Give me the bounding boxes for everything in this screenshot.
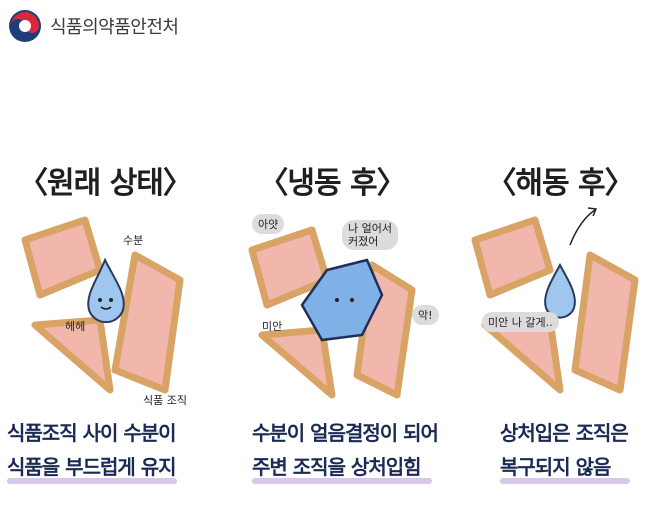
thawed-tissue-illustration — [471, 207, 639, 394]
label-sorry-leaving: 미안 나 갈게.. — [482, 312, 559, 332]
tissue-illustration — [21, 216, 184, 394]
panel-caption: 상처입은 조직은 복구되지 않음 — [500, 416, 652, 484]
curved-arrow-icon — [569, 209, 596, 246]
panel-original-state: 〈원래 상태〉 수분 헤헤 식품 조직 식품조직 사이 수분이 식품을 부드럽게… — [5, 140, 205, 510]
panel-after-thawing: 〈해동 후〉 미안 나 갈게.. 상처입은 조직은 복구되지 않음 — [460, 140, 652, 510]
korea-taegeuk-emblem-icon — [9, 10, 41, 42]
caption-underline — [252, 478, 432, 484]
panel-title: 〈냉동 후〉 — [258, 166, 406, 201]
caption-line-1: 수분이 얼음결정이 되어 — [252, 421, 439, 445]
caption-underline — [500, 478, 630, 484]
caption-line-2: 복구되지 않음 — [500, 455, 611, 479]
caption-line-2: 식품을 부드럽게 유지 — [7, 455, 177, 479]
agency-header: 식품의약품안전처 — [8, 8, 179, 44]
caption-line-1: 식품조직 사이 수분이 — [7, 421, 177, 445]
label-tissue: 식품 조직 — [143, 394, 187, 407]
label-sorry: 미안 — [262, 320, 283, 333]
label-smile: 헤헤 — [65, 320, 86, 333]
caption-underline — [7, 478, 177, 484]
panel-caption: 수분이 얼음결정이 되어 주변 조직을 상처입힘 — [252, 416, 462, 484]
panel-title: 〈원래 상태〉 — [18, 166, 193, 201]
panel-caption: 식품조직 사이 수분이 식품을 부드럽게 유지 — [7, 416, 217, 484]
label-frozen: 나 얼어서 커졌어 — [342, 220, 398, 250]
panel-title: 〈해동 후〉 — [486, 166, 634, 201]
label-ouch: 아얏 — [252, 214, 285, 234]
frozen-tissue-illustration — [248, 226, 416, 399]
panel-after-freezing: 〈냉동 후〉 아얏 나 얼어서 커졌어 미안 악! 수분이 얼음결정이 되어 주… — [232, 140, 439, 510]
label-water: 수분 — [123, 234, 144, 247]
agency-name: 식품의약품안전처 — [50, 17, 179, 38]
caption-line-2: 주변 조직을 상처입힘 — [252, 455, 422, 479]
label-ack: 악! — [412, 305, 439, 325]
caption-line-1: 상처입은 조직은 — [500, 421, 629, 445]
